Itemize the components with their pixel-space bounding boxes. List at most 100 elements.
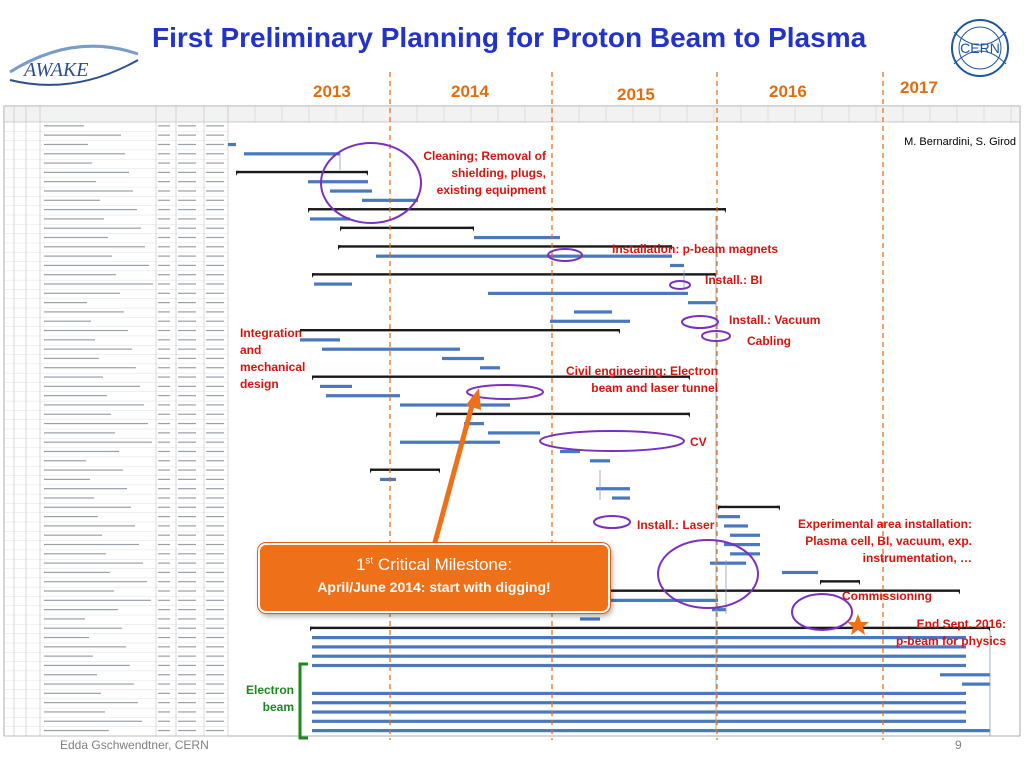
duration-placeholder	[158, 339, 170, 341]
start-placeholder	[178, 357, 196, 360]
duration-placeholder	[158, 367, 170, 369]
start-placeholder	[178, 599, 196, 601]
start-placeholder	[178, 339, 196, 341]
task-name-placeholder	[44, 720, 142, 722]
start-placeholder	[178, 246, 196, 248]
task-name-placeholder	[44, 302, 87, 304]
annotation-civil-engineering: Civil engineering: Electron beam and las…	[565, 364, 718, 395]
task-bar	[312, 701, 966, 705]
duration-placeholder	[158, 497, 170, 499]
annotation-integration: Integration and mechanical design	[240, 326, 306, 391]
task-name-placeholder	[44, 553, 106, 555]
duration-placeholder	[158, 636, 170, 639]
finish-placeholder	[206, 525, 224, 527]
start-placeholder	[178, 488, 196, 490]
duration-placeholder	[158, 683, 170, 685]
task-name-placeholder	[44, 488, 127, 490]
start-placeholder	[178, 292, 196, 294]
task-bar	[400, 403, 510, 407]
summary-bar-end	[370, 468, 373, 474]
task-bar	[688, 301, 716, 305]
duration-placeholder	[158, 162, 170, 164]
finish-placeholder	[206, 125, 224, 127]
duration-placeholder	[158, 441, 170, 443]
finish-placeholder	[206, 553, 224, 555]
finish-placeholder	[206, 478, 224, 480]
summary-bar	[310, 626, 990, 630]
summary-bar-end	[471, 226, 474, 232]
finish-placeholder	[206, 599, 224, 601]
start-placeholder	[178, 367, 196, 369]
finish-placeholder	[206, 590, 224, 592]
start-placeholder	[178, 190, 196, 192]
cern-logo-text: CERN	[960, 40, 1000, 56]
task-name-placeholder	[44, 506, 131, 508]
summary-bar-end	[687, 375, 690, 381]
start-placeholder	[178, 497, 196, 499]
task-name-placeholder	[44, 441, 152, 443]
finish-placeholder	[206, 450, 224, 453]
year-dividers	[389, 72, 884, 740]
duration-placeholder	[158, 348, 170, 350]
summary-bar	[300, 328, 620, 332]
summary-bar-end	[340, 226, 343, 232]
task-name-placeholder	[44, 674, 97, 676]
task-bar	[380, 477, 396, 482]
duration-placeholder	[158, 590, 170, 592]
task-bar	[474, 235, 560, 240]
annotation-end-sept: End Sept. 2016: p-beam for physics	[895, 617, 1006, 648]
duration-placeholder	[158, 646, 170, 648]
task-name-placeholder	[44, 469, 123, 471]
task-bar	[782, 570, 818, 575]
finish-placeholder	[206, 181, 224, 183]
task-name-placeholder	[44, 264, 149, 267]
duration-placeholder	[158, 171, 170, 173]
task-name-placeholder	[44, 562, 143, 564]
start-placeholder	[178, 581, 196, 583]
task-name-placeholder	[44, 311, 124, 313]
task-name-placeholder	[44, 692, 101, 694]
duration-placeholder	[158, 674, 170, 676]
summary-bar-end	[308, 208, 311, 214]
start-placeholder	[178, 171, 196, 173]
duration-placeholder	[158, 553, 170, 555]
start-placeholder	[178, 162, 196, 164]
task-bar	[612, 496, 630, 500]
task-bar	[730, 533, 760, 537]
start-placeholder	[178, 143, 196, 146]
duration-placeholder	[158, 562, 170, 564]
finish-placeholder	[206, 636, 224, 639]
duration-placeholder	[158, 609, 170, 611]
duration-placeholder	[158, 488, 170, 490]
start-placeholder	[178, 413, 196, 415]
task-bar	[580, 617, 600, 621]
task-bar	[590, 459, 610, 463]
duration-placeholder	[158, 246, 170, 248]
summary-bar-end	[820, 580, 823, 586]
start-placeholder	[178, 609, 196, 611]
finish-placeholder	[206, 515, 224, 518]
task-name-placeholder	[44, 497, 94, 499]
task-bar	[300, 338, 340, 342]
finish-placeholder	[206, 618, 224, 620]
finish-placeholder	[206, 534, 224, 536]
start-placeholder	[178, 450, 196, 453]
start-placeholder	[178, 432, 196, 434]
finish-placeholder	[206, 422, 224, 425]
task-name-placeholder	[44, 404, 144, 406]
finish-placeholder	[206, 190, 224, 192]
task-name-placeholder	[44, 646, 126, 648]
finish-placeholder	[206, 255, 224, 257]
task-name-placeholder	[44, 181, 96, 183]
duration-placeholder	[158, 302, 170, 304]
task-bar	[376, 254, 672, 258]
finish-placeholder	[206, 339, 224, 341]
finish-placeholder	[206, 413, 224, 415]
duration-placeholder	[158, 357, 170, 360]
task-name-placeholder	[44, 729, 109, 732]
task-name-placeholder	[44, 711, 105, 713]
summary-bar-end	[312, 273, 315, 279]
task-name-placeholder	[44, 134, 121, 136]
finish-placeholder	[206, 581, 224, 583]
start-placeholder	[178, 636, 196, 639]
